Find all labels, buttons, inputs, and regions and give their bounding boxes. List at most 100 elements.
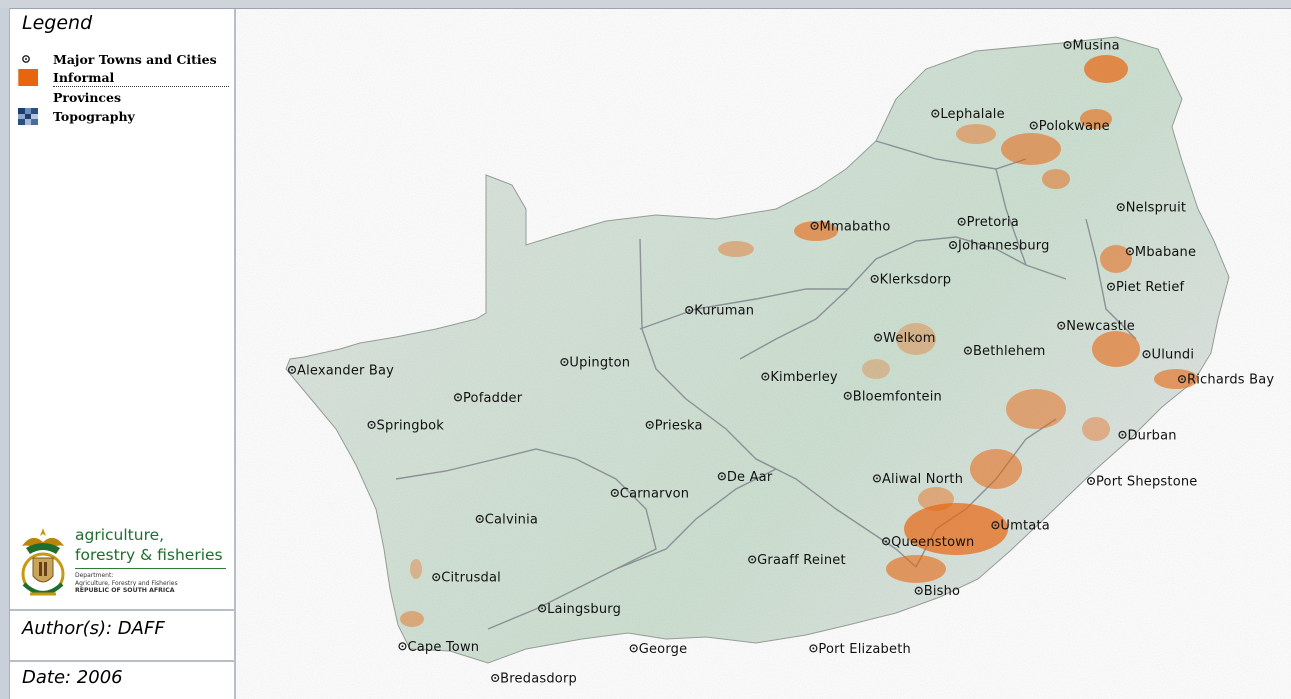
- city-marker-icon: [560, 357, 569, 367]
- city-kimberley: Kimberley: [761, 370, 838, 385]
- logo-dept-line3: REPUBLIC OF SOUTH AFRICA: [75, 587, 178, 595]
- city-cape-town: Cape Town: [398, 640, 479, 655]
- city-label: Port Shepstone: [1096, 475, 1198, 490]
- logo-dept-country: REPUBLIC OF SOUTH AFRICA: [75, 587, 175, 594]
- city-marker-icon: [1086, 476, 1096, 486]
- city-pretoria: Pretoria: [957, 215, 1019, 230]
- city-upington: Upington: [560, 356, 630, 371]
- city-marker-center: [1145, 353, 1148, 356]
- province-borders: [395, 140, 1137, 630]
- city-label: Klerksdorp: [880, 272, 952, 287]
- city-marker-icon: [538, 604, 547, 613]
- city-marker-center: [934, 112, 937, 115]
- city-label: Durban: [1127, 428, 1176, 443]
- logo-dept-line1: Department:: [75, 572, 114, 579]
- legend-item-towns: Major Towns and Cities: [16, 51, 232, 68]
- city-george: George: [629, 642, 687, 657]
- city-marker-center: [960, 220, 963, 223]
- city-marker-center: [966, 349, 969, 352]
- city-mbabane: Mbabane: [1125, 245, 1196, 260]
- city-musina: Musina: [1063, 39, 1120, 54]
- date-text: Date: 2006: [22, 667, 123, 688]
- city-marker-center: [994, 524, 997, 527]
- orange-swatch-icon: [18, 69, 38, 86]
- city-umtata: Umtata: [991, 519, 1050, 534]
- city-port-elizabeth: Port Elizabeth: [809, 642, 911, 657]
- city-klerksdorp: Klerksdorp: [870, 272, 952, 287]
- daff-logo: agriculture, forestry & fisheries Depart…: [14, 524, 234, 606]
- city-marker-center: [435, 576, 438, 579]
- city-marker-center: [1110, 285, 1113, 288]
- city-polokwane: Polokwane: [1029, 119, 1110, 134]
- city-marker-icon: [957, 217, 966, 226]
- city-marker-center: [813, 224, 816, 227]
- city-mmabatho: Mmabatho: [810, 219, 891, 234]
- city-marker-icon: [810, 221, 819, 230]
- city-calvinia: Calvinia: [475, 512, 538, 527]
- city-label: Laingsburg: [547, 602, 621, 617]
- legend-label-informal: Informal: [53, 69, 229, 87]
- city-label: Bisho: [924, 584, 961, 599]
- city-marker-center: [291, 368, 293, 371]
- city-marker-icon: [367, 420, 376, 429]
- city-springbok: Springbok: [367, 418, 445, 433]
- city-label: De Aar: [727, 470, 773, 485]
- logo-dept-line2: Agriculture, Forestry and Fisheries: [75, 579, 178, 587]
- city-marker-icon: [882, 537, 891, 546]
- city-label: Mmabatho: [820, 219, 891, 234]
- legend-panel: [10, 9, 236, 699]
- city-marker-icon: [748, 555, 757, 564]
- city-marker-center: [846, 394, 849, 397]
- city-marker-center: [764, 375, 767, 378]
- city-label: Richards Bay: [1187, 373, 1274, 388]
- city-lephalale: Lephalale: [931, 107, 1005, 122]
- city-marker-center: [877, 336, 880, 339]
- top-frame-bar: [0, 0, 1291, 9]
- city-marker-icon: [1142, 350, 1151, 359]
- city-ulundi: Ulundi: [1142, 348, 1194, 363]
- city-marker-center: [494, 677, 497, 679]
- city-prieska: Prieska: [645, 418, 703, 433]
- author-text: Author(s): DAFF: [22, 618, 165, 639]
- city-label: Kimberley: [770, 370, 838, 385]
- city-marker-center: [1032, 124, 1035, 127]
- city-label: Pretoria: [967, 215, 1019, 230]
- city-label: Nelspruit: [1126, 201, 1186, 216]
- city-label: Polokwane: [1039, 119, 1110, 134]
- city-de-aar: De Aar: [717, 470, 773, 485]
- city-marker-icon: [645, 420, 654, 429]
- city-label: Piet Retief: [1116, 280, 1185, 295]
- city-marker-icon: [717, 472, 726, 481]
- city-graaff-reinet: Graaff Reinet: [748, 553, 846, 568]
- city-bisho: Bisho: [914, 584, 961, 599]
- city-marker-center: [1089, 480, 1092, 483]
- city-label: Mbabane: [1135, 245, 1196, 260]
- city-label: Cape Town: [407, 640, 479, 655]
- city-label: Newcastle: [1066, 319, 1135, 334]
- city-marker-icon: [1029, 121, 1038, 130]
- city-label: Springbok: [377, 418, 445, 433]
- topography-swatch-icon: [18, 108, 38, 125]
- south-africa-map[interactable]: MusinaLephalalePolokwaneNelspruitMmabath…: [236, 9, 1291, 699]
- city-nelspruit: Nelspruit: [1116, 201, 1186, 216]
- city-marker-center: [812, 647, 815, 650]
- city-marker-center: [632, 647, 635, 650]
- city-marker-icon: [874, 333, 883, 342]
- logo-text-agriculture: agriculture,: [75, 526, 165, 544]
- legend-item-informal: Informal: [16, 69, 232, 87]
- meta-divider-bottom: [10, 660, 234, 662]
- legend-title: Legend: [22, 12, 93, 34]
- city-marker-icon: [432, 573, 441, 582]
- city-marker-icon: [685, 305, 694, 315]
- city-marker-icon: [870, 274, 879, 283]
- city-marker-icon: [398, 642, 407, 651]
- city-label: Musina: [1073, 39, 1120, 54]
- city-marker-center: [875, 477, 878, 480]
- city-marker-icon: [809, 644, 818, 653]
- city-label: Calvinia: [485, 512, 538, 527]
- logo-department-text: Department: Agriculture, Forestry and Fi…: [75, 572, 178, 595]
- city-marker-icon: [1177, 375, 1187, 384]
- city-label: Aliwal North: [882, 472, 963, 487]
- informal-areas: [400, 55, 1198, 627]
- white-swatch-icon: [18, 89, 38, 106]
